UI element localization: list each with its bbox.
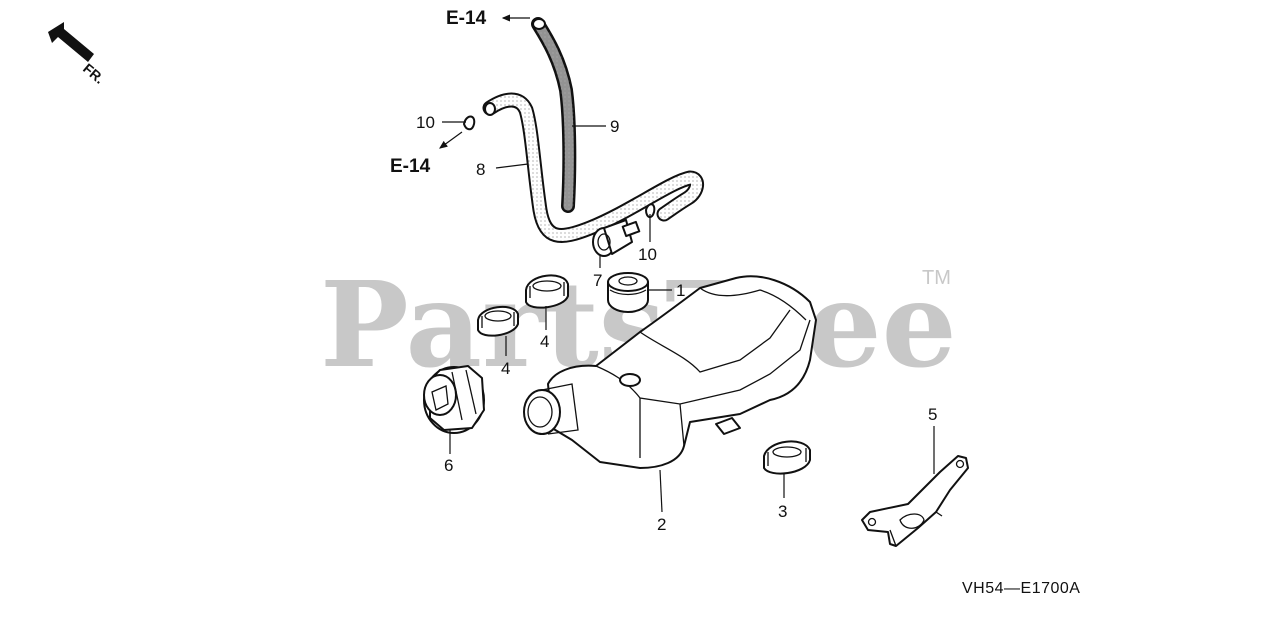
reference-e14-top: E-14 bbox=[446, 8, 487, 29]
rubber-mount-3 bbox=[763, 440, 811, 475]
callout-7: 7 bbox=[593, 271, 602, 290]
front-direction-label: FR. bbox=[80, 60, 108, 87]
callout-10a: 10 bbox=[416, 113, 435, 132]
hose-clip-10a bbox=[463, 115, 476, 131]
watermark-trademark: TM bbox=[922, 267, 951, 289]
tube-8 bbox=[482, 92, 704, 243]
front-direction-arrow-icon: FR. bbox=[48, 22, 108, 87]
callout-8: 8 bbox=[476, 160, 485, 179]
callout-4a: 4 bbox=[501, 359, 510, 378]
tube-9 bbox=[531, 17, 577, 213]
callout-3: 3 bbox=[778, 502, 787, 521]
callout-2: 2 bbox=[657, 515, 666, 534]
grommet-1 bbox=[607, 272, 649, 313]
fuel-filter-7 bbox=[592, 219, 641, 257]
fuel-tank-2 bbox=[523, 275, 817, 469]
bracket-5 bbox=[861, 455, 969, 547]
callout-1: 1 bbox=[676, 281, 685, 300]
diagram-code: VH54—E1700A bbox=[962, 580, 1080, 597]
callout-4b: 4 bbox=[540, 332, 549, 351]
rubber-mount-4a bbox=[477, 305, 519, 337]
callout-9: 9 bbox=[610, 117, 619, 136]
hose-clip-10b bbox=[645, 203, 656, 218]
fuel-cap-6 bbox=[423, 365, 485, 434]
callout-6: 6 bbox=[444, 456, 453, 475]
reference-e14-left: E-14 bbox=[390, 156, 431, 177]
callout-5: 5 bbox=[928, 405, 937, 424]
rubber-mount-4b bbox=[525, 274, 569, 309]
callout-10b: 10 bbox=[638, 245, 657, 264]
